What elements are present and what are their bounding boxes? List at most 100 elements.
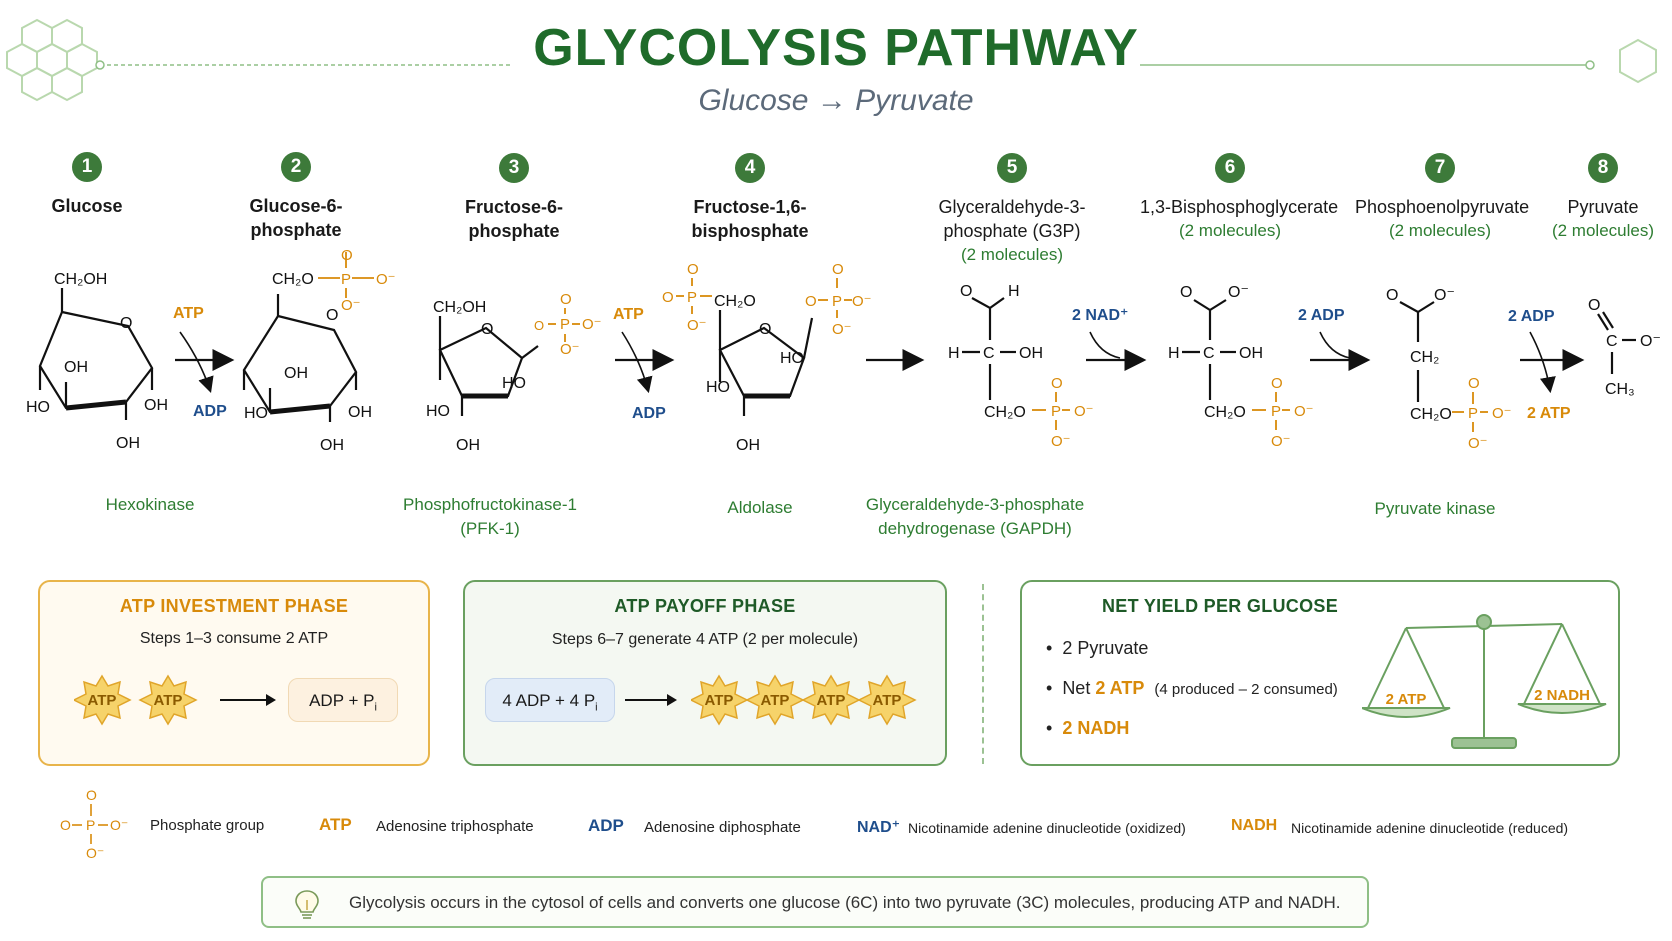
svg-text:HO: HO <box>426 403 450 420</box>
svg-text:O: O <box>341 250 353 264</box>
reaction-1-input: ATP <box>173 305 204 322</box>
svg-text:H: H <box>1168 345 1180 362</box>
svg-text:H: H <box>948 345 960 362</box>
bullet: • <box>1046 718 1063 738</box>
enzyme-pfk1: Phosphofructokinase-1 (PFK-1) <box>385 493 595 541</box>
svg-text:C: C <box>983 345 995 362</box>
svg-text:C: C <box>1203 345 1215 362</box>
svg-text:P: P <box>1051 403 1061 420</box>
svg-text:O: O <box>1588 297 1600 314</box>
yield-item-prefix: Net <box>1062 678 1096 698</box>
svg-text:O: O <box>1051 375 1063 392</box>
adp-pi-product: ADP + Pi <box>288 678 398 722</box>
atp-badges-payoff: ATP ATP ATP ATP <box>691 674 917 726</box>
adp-pi-reactant: 4 ADP + 4 Pi <box>485 678 615 722</box>
svg-text:O: O <box>60 817 71 833</box>
payoff-phase-box: ATP PAYOFF PHASE Steps 6–7 generate 4 AT… <box>463 580 947 766</box>
svg-text:O: O <box>662 289 674 306</box>
adp-pi-text: 4 ADP + 4 P <box>502 691 596 710</box>
step-name-line: Phosphoenolpyruvate <box>1355 197 1530 217</box>
investment-phase-title: ATP INVESTMENT PHASE <box>119 596 349 616</box>
legend-nadh-label: Nicotinamide adenine dinucleotide (reduc… <box>1291 820 1569 836</box>
phosphate-group-icon <box>318 252 374 298</box>
svg-text:OH: OH <box>736 437 760 454</box>
atp-badge-label: ATP <box>154 692 183 709</box>
atp-badge-label: ATP <box>761 692 790 709</box>
step-name-pep: Phosphoenolpyruvate (2 molecules) <box>1355 195 1530 243</box>
svg-text:O⁻: O⁻ <box>1228 284 1249 301</box>
reaction-7-input: 2 ADP <box>1508 308 1555 325</box>
svg-text:CH₂O: CH₂O <box>984 404 1026 421</box>
svg-text:OH: OH <box>116 435 140 452</box>
svg-text:O⁻: O⁻ <box>687 317 707 334</box>
svg-text:O⁻: O⁻ <box>341 297 361 314</box>
svg-text:O: O <box>481 321 493 338</box>
step-name-line: phosphate <box>468 221 560 241</box>
step-molecule-count: (2 molecules) <box>1178 221 1282 240</box>
yield-item-pyruvate: • 2 Pyruvate <box>1046 638 1148 659</box>
svg-text:P: P <box>687 289 697 306</box>
svg-text:CH₂O: CH₂O <box>1410 406 1452 423</box>
g3p-structure <box>962 297 1016 400</box>
svg-text:O: O <box>1271 375 1283 392</box>
atp-badge-label: ATP <box>88 692 117 709</box>
yield-item-text: 2 NADH <box>1062 718 1130 738</box>
step-name-line: phosphate (G3P) <box>943 221 1081 241</box>
svg-text:O⁻: O⁻ <box>1051 433 1071 450</box>
legend-adp-label: Adenosine diphosphate <box>644 819 801 836</box>
step-name-line: Fructose-6- <box>464 197 563 217</box>
svg-text:O: O <box>687 261 699 278</box>
reaction-arrow-1 <box>175 331 235 394</box>
page-subtitle: Glucose → Pyruvate <box>698 84 974 117</box>
step-molecule-count: (2 molecules) <box>1388 221 1492 240</box>
legend-adp-key: ADP <box>588 816 624 835</box>
legend-nad-key: NAD⁺ <box>857 819 901 836</box>
bullet: • <box>1046 638 1063 658</box>
reaction-arrow-3 <box>615 331 675 394</box>
atp-badge-label: ATP <box>873 692 902 709</box>
step-name-pyruvate: Pyruvate (2 molecules) <box>1548 195 1658 243</box>
atp-badge <box>691 674 749 726</box>
svg-text:O⁻: O⁻ <box>560 341 580 358</box>
payoff-arrow <box>625 694 677 706</box>
svg-text:O⁻: O⁻ <box>832 321 852 338</box>
glucose-structure <box>38 288 154 420</box>
yield-item-atp: • Net 2 ATP (4 produced – 2 consumed) <box>1046 678 1338 699</box>
svg-text:O⁻: O⁻ <box>1468 435 1488 452</box>
step-name-line: Glucose <box>51 196 123 216</box>
svg-text:CH₂: CH₂ <box>1410 349 1439 366</box>
svg-text:P: P <box>1271 403 1281 420</box>
reaction-arrow-6 <box>1310 331 1371 371</box>
legend-phosphate-label: Phosphate group <box>150 817 265 834</box>
atp-badge <box>138 674 198 726</box>
enzyme-line: Glyceraldehyde-3-phosphate <box>865 495 1085 514</box>
f6p-structure <box>438 316 539 416</box>
reaction-1-output: ADP <box>193 403 227 420</box>
reaction-3-input: ATP <box>613 306 644 323</box>
step-name-line: 1,3-Bisphosphoglycerate <box>1140 197 1339 217</box>
step-name-f16bp: Fructose-1,6- bisphosphate <box>675 195 825 243</box>
svg-text:HO: HO <box>780 350 804 367</box>
svg-text:O: O <box>326 307 338 324</box>
svg-text:CH₂OH: CH₂OH <box>433 299 486 316</box>
svg-text:O: O <box>960 283 972 300</box>
reaction-arrow-7 <box>1520 331 1585 394</box>
svg-text:O⁻: O⁻ <box>376 271 396 288</box>
reaction-arrow-5 <box>1086 331 1147 371</box>
page-title: GLYCOLYSIS PATHWAY <box>533 19 1139 77</box>
svg-text:HO: HO <box>26 399 50 416</box>
yield-item-note: (4 produced – 2 consumed) <box>1154 681 1338 698</box>
pi-subscript: i <box>595 701 598 714</box>
svg-text:O: O <box>805 293 817 310</box>
svg-text:P: P <box>86 817 95 833</box>
